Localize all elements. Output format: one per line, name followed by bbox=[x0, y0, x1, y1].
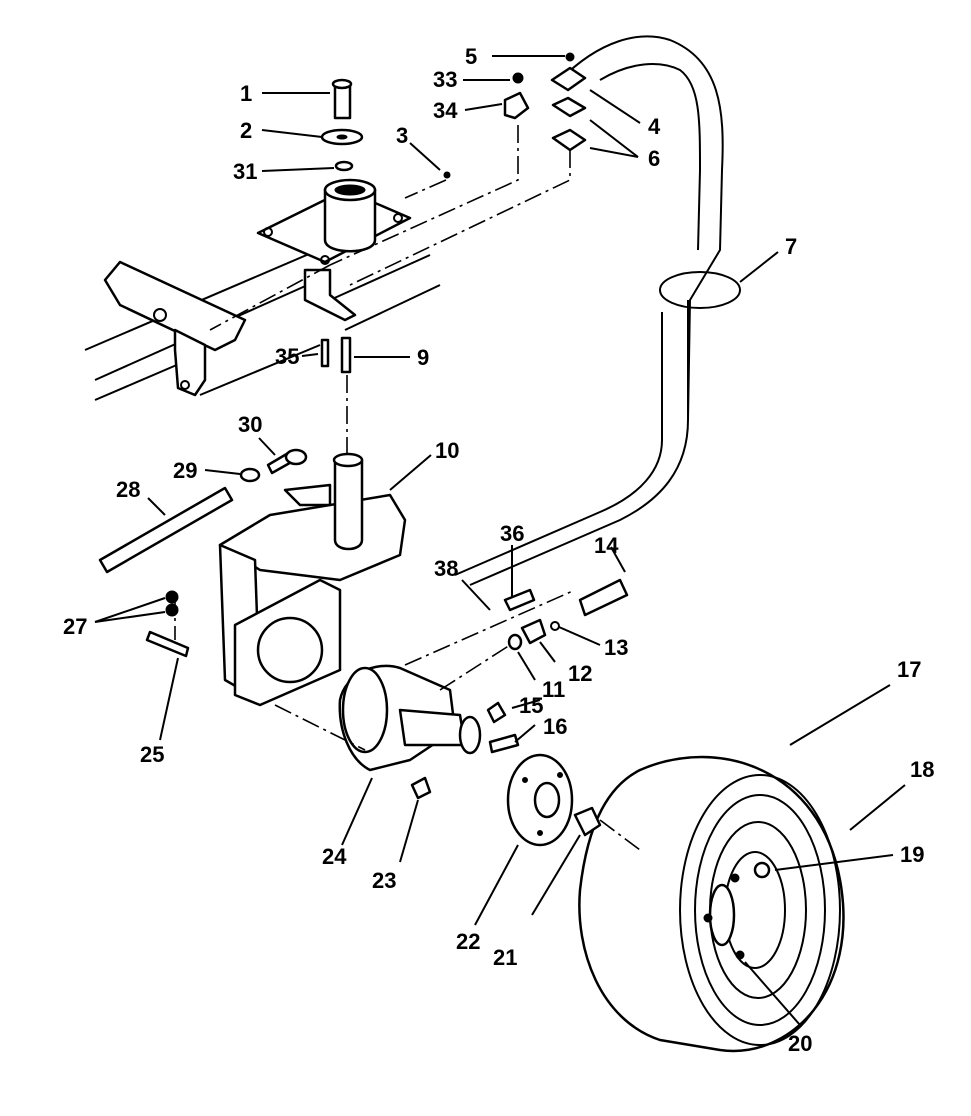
handle-tube bbox=[454, 35, 741, 586]
callout-12: 12 bbox=[568, 661, 592, 686]
frame-rails bbox=[84, 244, 441, 401]
callout-29: 29 bbox=[173, 458, 197, 483]
callout-1: 1 bbox=[240, 81, 252, 106]
callout-23: 23 bbox=[372, 868, 396, 893]
callout-11: 11 bbox=[542, 677, 565, 702]
callout-31: 31 bbox=[233, 159, 257, 184]
callout-3: 3 bbox=[396, 123, 408, 148]
wheel-and-tire bbox=[578, 755, 845, 1053]
callout-38: 38 bbox=[434, 556, 458, 581]
callout-16: 16 bbox=[543, 714, 567, 739]
callout-25: 25 bbox=[140, 742, 164, 767]
caster-fork bbox=[218, 452, 407, 707]
callout-7: 7 bbox=[785, 234, 797, 259]
axle-shaft bbox=[98, 486, 234, 574]
callout-21: 21 bbox=[493, 945, 517, 970]
callout-2: 2 bbox=[240, 118, 252, 143]
callout-5: 5 bbox=[465, 44, 477, 69]
callout-19: 19 bbox=[900, 842, 924, 867]
callout-30: 30 bbox=[238, 412, 262, 437]
callout-36: 36 bbox=[500, 521, 524, 546]
callout-labels: 1 2 3 4 5 6 7 9 10 11 12 13 14 15 16 17 … bbox=[63, 44, 934, 1056]
callout-28: 28 bbox=[116, 477, 140, 502]
callout-20: 20 bbox=[788, 1031, 812, 1056]
leader-lines bbox=[94, 55, 906, 1026]
callout-22: 22 bbox=[456, 929, 480, 954]
assembly-lines bbox=[174, 125, 689, 851]
spindle-housing bbox=[338, 664, 482, 772]
callout-10: 10 bbox=[435, 438, 459, 463]
callout-4: 4 bbox=[648, 114, 661, 139]
callout-14: 14 bbox=[594, 533, 619, 558]
callout-15: 15 bbox=[519, 693, 543, 718]
callout-13: 13 bbox=[604, 635, 628, 660]
callout-35: 35 bbox=[275, 344, 299, 369]
callout-9: 9 bbox=[417, 345, 429, 370]
mount-plate bbox=[256, 178, 412, 322]
callout-24: 24 bbox=[322, 844, 347, 869]
wheel-hub bbox=[506, 753, 574, 847]
clamp-ring bbox=[659, 271, 741, 309]
callout-6: 6 bbox=[648, 146, 660, 171]
callout-33: 33 bbox=[433, 67, 457, 92]
callout-17: 17 bbox=[897, 657, 921, 682]
callout-27: 27 bbox=[63, 614, 87, 639]
rail-bracket bbox=[103, 260, 247, 397]
callout-18: 18 bbox=[910, 757, 934, 782]
callout-34: 34 bbox=[433, 98, 458, 123]
